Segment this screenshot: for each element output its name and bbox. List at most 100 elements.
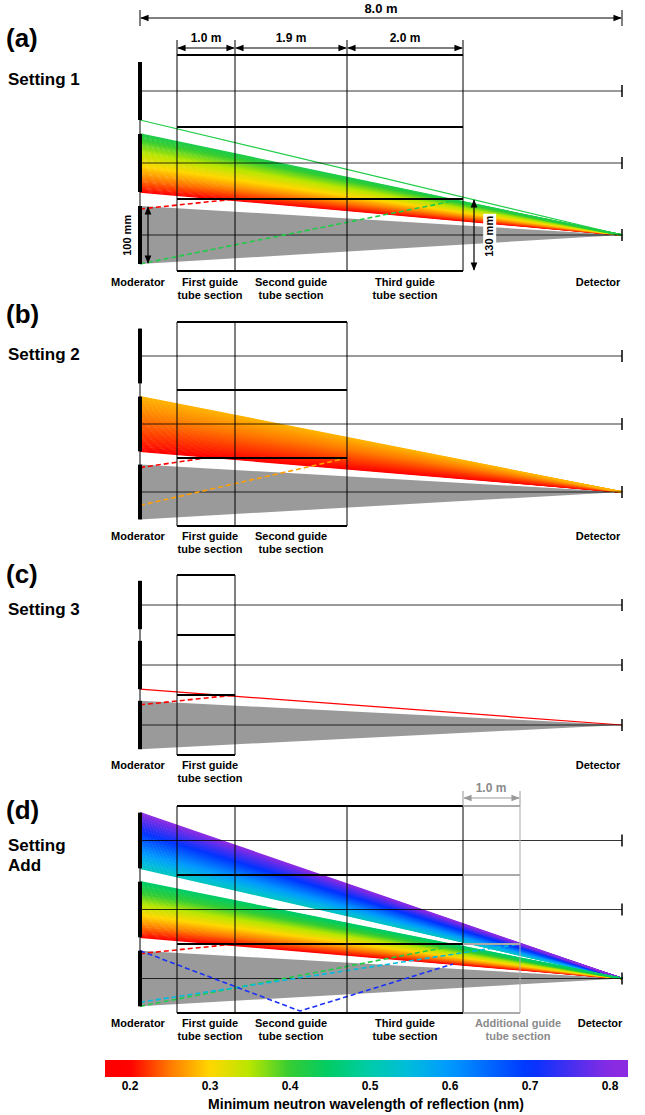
dimension: 2.0 m [390, 32, 421, 46]
beam-ray [140, 135, 622, 235]
beam-axis [140, 909, 622, 910]
section-boundary [177, 806, 178, 1013]
axis-title: Minimum neutron wavelength of reflection… [208, 1096, 524, 1112]
guide-wall [177, 389, 347, 391]
beam-ray [140, 813, 622, 979]
dimension-tick [177, 40, 178, 55]
guide-wall [177, 874, 463, 876]
reflection-path [140, 199, 235, 209]
setting-name: Setting 3 [8, 600, 80, 620]
dimension-arrow [147, 207, 148, 263]
part-label: Detector [576, 759, 621, 772]
reflected-beam-fan [140, 397, 622, 492]
moderator-source [138, 951, 142, 1007]
part-label: First guide tube section [170, 759, 250, 784]
dimension-arrow [473, 200, 474, 270]
part-label: First guide tube section [170, 530, 250, 555]
beam-axis [140, 424, 622, 425]
setting-panel [138, 322, 622, 526]
detector-mark [621, 418, 623, 430]
guide-wall [177, 54, 463, 56]
dimension: 100 mm [121, 215, 134, 256]
guide-wall [177, 805, 463, 807]
beam-axis [140, 235, 622, 236]
reflection-path [140, 199, 463, 264]
beam-axis [140, 840, 622, 841]
guide-wall [177, 634, 235, 636]
panel-letter: (c) [6, 560, 38, 590]
section-boundary [235, 55, 236, 271]
reflection-path [140, 944, 235, 954]
dimension-tick [235, 40, 236, 55]
detector-mark [621, 904, 623, 916]
part-label: First guide tube section [170, 1017, 250, 1042]
reflected-beam-fan [140, 813, 622, 979]
guide-wall [177, 694, 235, 696]
section-boundary [463, 806, 464, 1013]
part-label: First guide tube section [170, 276, 250, 301]
guide-wall [177, 574, 235, 576]
beam-axis [140, 605, 622, 606]
moderator-source [138, 329, 142, 384]
panel-letter: (d) [6, 796, 39, 826]
section-boundary [235, 806, 236, 1013]
guide-wall [177, 943, 463, 945]
setting-panel [138, 575, 622, 755]
detector-mark [621, 599, 623, 611]
beam-ray [140, 134, 622, 235]
tick-label: 0.5 [362, 1080, 379, 1094]
setting-panel [138, 791, 622, 1013]
beam-axis [140, 492, 622, 493]
reflection-path [140, 458, 205, 468]
detector-mark [621, 85, 623, 97]
part-label: Detector [578, 1017, 623, 1030]
setting-name: Setting 1 [8, 70, 80, 90]
tick-label: 0.6 [442, 1080, 459, 1094]
reflection-path [140, 695, 235, 705]
part-label: Detector [576, 276, 621, 289]
guide-wall [177, 126, 463, 128]
beam-axis [140, 665, 622, 666]
setting-name: Setting Add [8, 836, 88, 875]
beam-axis [140, 356, 622, 357]
dimension: 1.0 m [191, 32, 222, 46]
section-boundary [463, 55, 464, 271]
part-label: Third guide tube section [365, 1017, 445, 1042]
beam-ray [140, 883, 622, 979]
moderator-source [138, 134, 142, 192]
dimension-arrow [178, 47, 234, 48]
detector-mark [621, 157, 623, 169]
dimension-arrow [464, 797, 519, 798]
part-label: Second guide tube section [251, 1017, 331, 1042]
dimension-tick [140, 10, 141, 26]
tick-label: 0.8 [602, 1080, 619, 1094]
setting-panel [138, 55, 622, 271]
beam-ray [140, 120, 622, 235]
detector-mark [621, 350, 623, 362]
beam-axis [140, 725, 622, 726]
beam-axis [140, 91, 622, 92]
additional-guide-wall [463, 943, 520, 945]
dimension-tick [622, 10, 623, 26]
section-boundary [347, 322, 348, 526]
part-label: Second guide tube section [251, 530, 331, 555]
direct-beam-fan [140, 701, 622, 749]
dimension: 130 mm [483, 214, 496, 259]
tick-label: 0.4 [282, 1080, 299, 1094]
tick-label: 0.3 [202, 1080, 219, 1094]
additional-guide-wall [463, 1012, 520, 1014]
additional-guide-wall [463, 874, 520, 876]
direct-beam-fan [140, 465, 622, 520]
detector-mark [621, 486, 623, 498]
beam-ray [140, 689, 622, 725]
part-label: Moderator [111, 276, 165, 289]
reflection-path [140, 458, 347, 505]
section-boundary [347, 55, 348, 271]
beam-ray [140, 397, 622, 492]
moderator-source [138, 581, 142, 629]
setting-name: Setting 2 [8, 345, 80, 365]
part-label: Moderator [111, 530, 165, 543]
part-label: Additional guide tube section [468, 1017, 568, 1042]
moderator-source [138, 813, 142, 869]
